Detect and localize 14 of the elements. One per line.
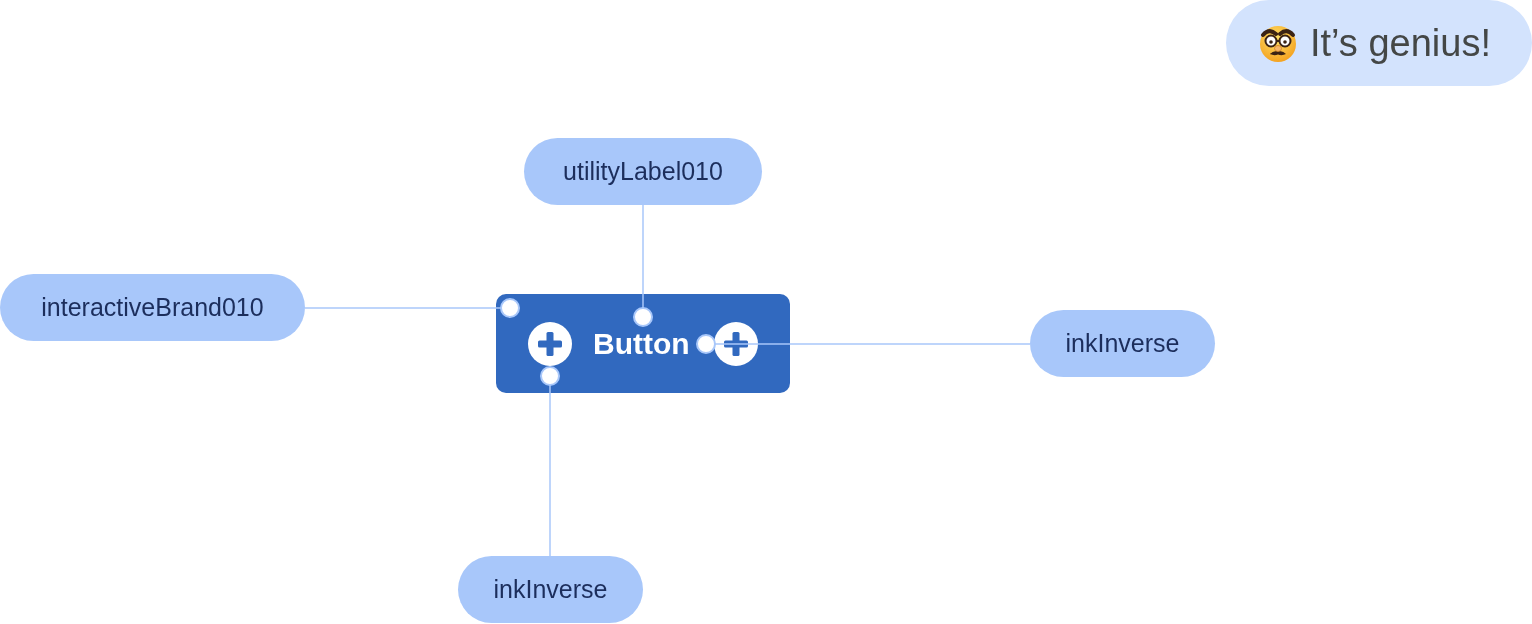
leader-line: [696, 334, 1031, 354]
leader-line: [633, 204, 653, 327]
button-body: [496, 294, 790, 393]
token-pill: inkInverse: [1030, 310, 1215, 377]
button-label: Button: [593, 326, 690, 361]
bubble-text: It’s genius!: [1310, 21, 1491, 65]
plus-icon: [714, 322, 758, 366]
leader-line: [304, 298, 520, 318]
token-pill: utilityLabel010: [524, 138, 762, 205]
token-pill: interactiveBrand010: [0, 274, 305, 341]
plus-icon: [528, 322, 572, 366]
token-pill: inkInverse: [458, 556, 643, 623]
leader-line: [540, 366, 560, 557]
speech-bubble: [1226, 0, 1532, 86]
